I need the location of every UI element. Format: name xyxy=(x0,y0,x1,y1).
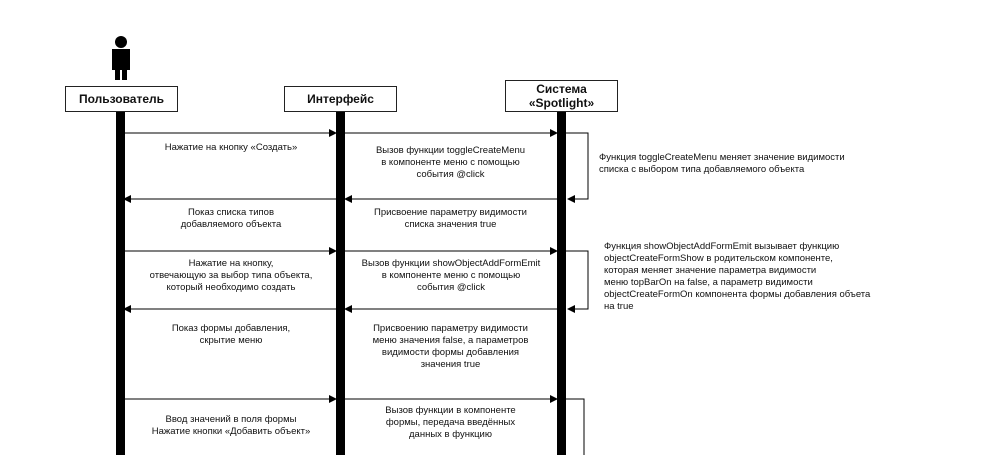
participant-user-label: Пользователь xyxy=(78,92,165,106)
message-label-m10: Вызов функции в компоненте формы, переда… xyxy=(385,405,516,440)
self-loop-system-1 xyxy=(566,132,589,203)
message-label-m9: Ввод значений в поля формы Нажатие кнопк… xyxy=(151,414,311,437)
lifeline-interface xyxy=(336,112,345,455)
participant-system-label-2: «Spotlight» xyxy=(528,96,595,110)
note-show-object-add-form: Функция showObjectAddFormEmit вызывает ф… xyxy=(604,241,871,312)
message-label-m2: Вызов функции toggleCreateMenu в компоне… xyxy=(375,145,526,180)
message-label-m6: Вызов функции showObjectAddFormEmit в ко… xyxy=(361,258,541,293)
message-label-m7: Присвоению параметру видимости меню знач… xyxy=(372,323,529,370)
message-label-m1: Нажатие на кнопку «Создать» xyxy=(164,142,298,153)
participant-system-label-1: Система xyxy=(536,82,587,96)
message-label-m4: Показ списка типов добавляемого объекта xyxy=(180,207,282,230)
message-label-m5: Нажатие на кнопку, отвечающую за выбор т… xyxy=(149,258,313,293)
self-loop-system-2 xyxy=(566,250,589,313)
lifeline-user xyxy=(116,112,125,455)
message-label-m3: Присвоение параметру видимости списка зн… xyxy=(374,207,527,230)
participant-user: Пользователь xyxy=(65,86,178,112)
lifeline-system xyxy=(557,112,566,455)
participant-interface: Интерфейс xyxy=(284,86,397,112)
participant-interface-label: Интерфейс xyxy=(307,92,374,106)
message-label-m8: Показ формы добавления, скрытие меню xyxy=(171,323,291,346)
self-loop-system-3 xyxy=(566,398,585,455)
participant-system: Система «Spotlight» xyxy=(505,80,618,112)
note-toggle-create-menu: Функция toggleCreateMenu меняет значение… xyxy=(599,152,845,175)
actor-icon xyxy=(112,36,130,80)
